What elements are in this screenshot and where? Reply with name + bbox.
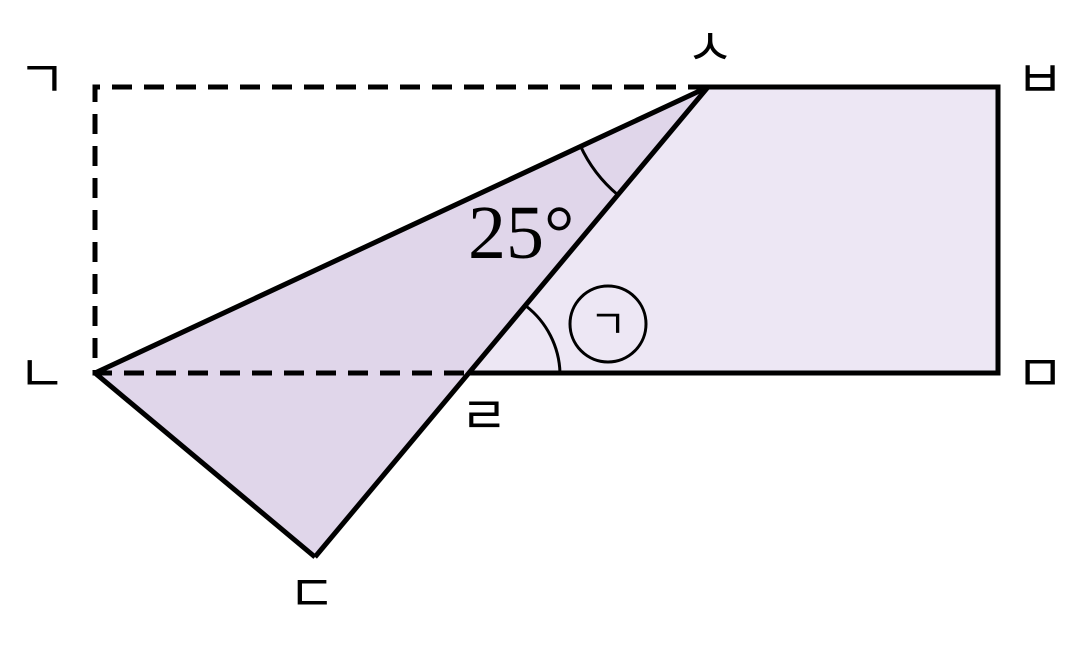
triangle-edge-top <box>93 84 710 376</box>
vertex-label-mieum: ㅁ <box>1016 345 1064 405</box>
fold-line <box>313 85 710 559</box>
angle-arc-25 <box>578 144 619 197</box>
triangle-edge-bottom <box>93 371 317 559</box>
folded-triangle-region <box>95 87 708 557</box>
vertex-label-bieup: ㅂ <box>1016 51 1064 111</box>
angle-arc-unknown <box>525 304 562 374</box>
vertex-label-siot: ㅅ <box>686 19 734 79</box>
vertex-label-digeut: ㄷ <box>288 565 336 625</box>
vertex-label-nieun: ㄴ <box>18 345 66 405</box>
trapezoid-region <box>470 87 998 373</box>
vertex-label-giyeok: ㄱ <box>18 51 66 111</box>
angle-25-label: 25° <box>468 191 574 275</box>
unknown-angle-label: ㄱ <box>590 302 627 348</box>
unknown-angle-circle <box>568 284 648 364</box>
original-outline-dashed <box>92 84 708 376</box>
rectangle-edge <box>470 84 1001 376</box>
vertex-label-rieul: ㄹ <box>460 387 508 447</box>
